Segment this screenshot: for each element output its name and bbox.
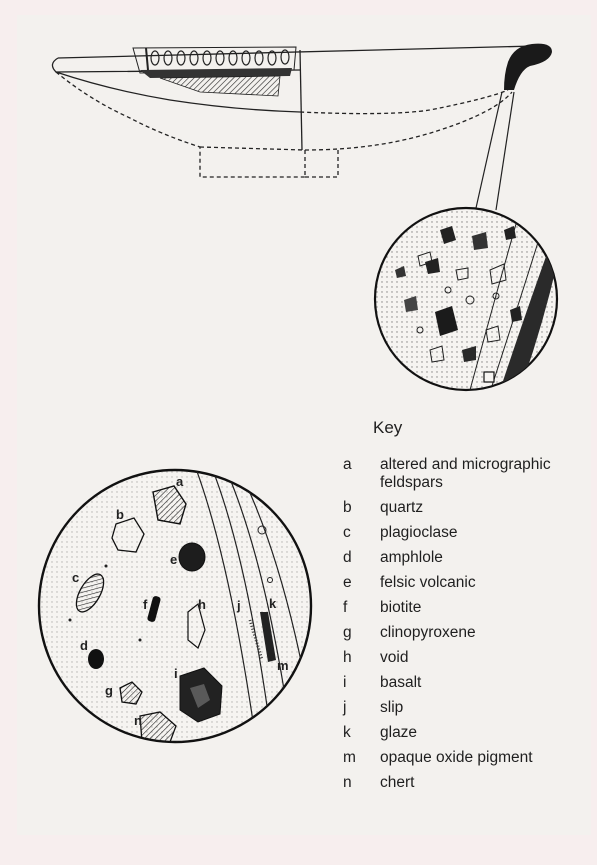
key-letter: c <box>339 524 380 542</box>
key-description: opaque oxide pigment <box>380 749 584 767</box>
diagram-label-e: e <box>170 552 177 567</box>
key-letter: f <box>339 599 380 617</box>
key-letter: b <box>339 499 380 517</box>
diagram-label-h: h <box>198 597 206 612</box>
diagram-label-g: g <box>105 683 113 698</box>
key-description: altered and micrographic feldspars <box>380 456 584 492</box>
diagram-label-m: m <box>277 658 289 673</box>
key-description: void <box>380 649 584 667</box>
diagram-label-c: c <box>72 570 79 585</box>
key-letter: g <box>339 624 380 642</box>
key-description: chert <box>380 774 584 792</box>
diagram-label-b: b <box>116 507 124 522</box>
key-description: biotite <box>380 599 584 617</box>
key-description: felsic volcanic <box>380 574 584 592</box>
diagram-label-k: k <box>269 596 276 611</box>
bowl-handle-lug <box>504 44 552 90</box>
key-letter: k <box>339 724 380 742</box>
key-description: glaze <box>380 724 584 742</box>
bowl-rim-line <box>58 46 535 58</box>
key-letter: j <box>339 699 380 717</box>
diagram-label-d: d <box>80 638 88 653</box>
small-thin-section-circle <box>375 208 560 392</box>
diagram-label-i: i <box>174 666 178 681</box>
key-letter: e <box>339 574 380 592</box>
diagram-label-n: n <box>134 713 142 728</box>
key-letter: m <box>339 749 380 767</box>
key-letter: a <box>339 456 380 492</box>
bowl-center-axis <box>300 50 302 150</box>
key-letter: h <box>339 649 380 667</box>
key-title: Key <box>373 418 402 438</box>
key-description: quartz <box>380 499 584 517</box>
key-description: basalt <box>380 674 584 692</box>
bowl-profile <box>52 46 535 177</box>
key-letter: n <box>339 774 380 792</box>
key-description: clinopyroxene <box>380 624 584 642</box>
key-letter: i <box>339 674 380 692</box>
diagram-label-f: f <box>143 597 147 612</box>
key-description: slip <box>380 699 584 717</box>
key-letter: d <box>339 549 380 567</box>
key-description: plagioclase <box>380 524 584 542</box>
diagram-label-j: j <box>237 598 241 613</box>
diagram-label-a: a <box>176 474 183 489</box>
bowl-inner-dashed <box>300 90 508 114</box>
key-description: amphlole <box>380 549 584 567</box>
